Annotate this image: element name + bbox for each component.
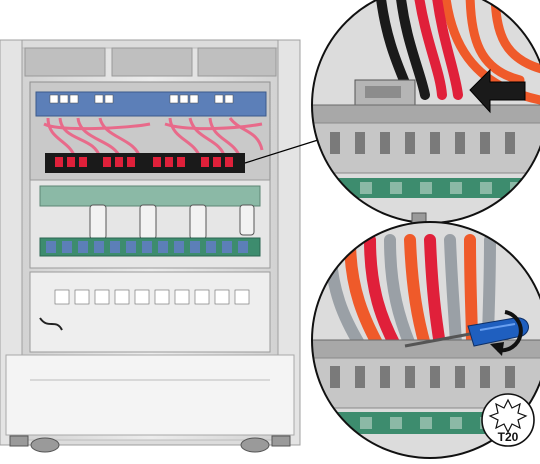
callout-bottom — [311, 221, 540, 459]
disconnect-handles — [89, 204, 255, 240]
lower-bay — [29, 271, 271, 353]
top-vents — [24, 47, 277, 77]
ups-cabinet — [0, 39, 301, 453]
wheels — [9, 435, 291, 453]
arrow-left-icon — [469, 68, 526, 114]
callout-leader-line — [244, 139, 319, 164]
callout-top — [311, 0, 540, 224]
terminal-strip-highlight — [45, 153, 245, 173]
terminal-row-blue — [39, 237, 261, 257]
torx-bit-icon: T20 — [481, 393, 535, 447]
breaker-row — [35, 91, 267, 117]
rotate-clockwise-icon — [497, 310, 523, 353]
bus-bars — [39, 185, 261, 207]
torx-size-label: T20 — [498, 430, 519, 444]
